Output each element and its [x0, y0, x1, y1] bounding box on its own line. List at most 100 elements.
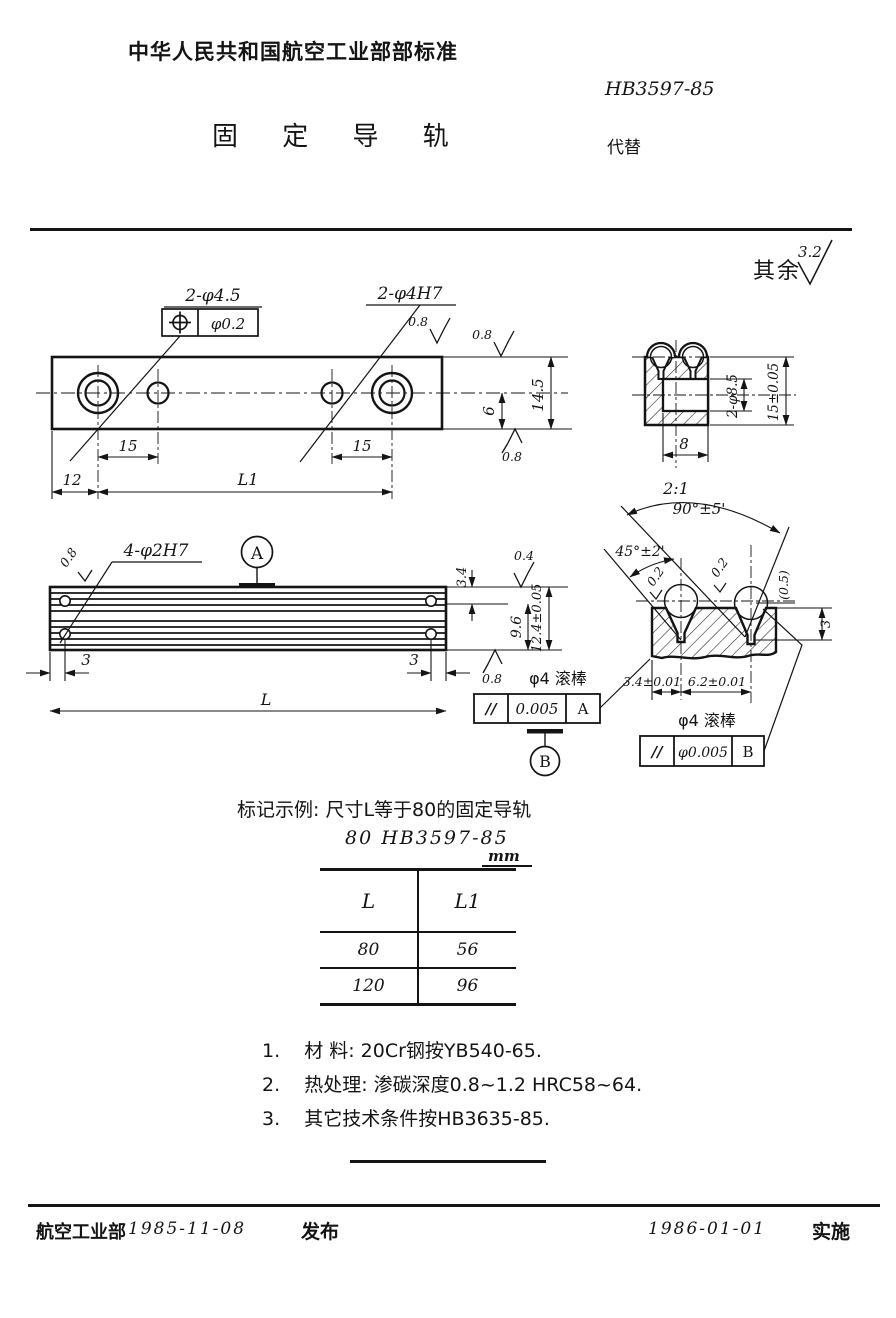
hole-callout-4h7: 2-φ4H7 — [377, 284, 443, 304]
dim-0-5: (0.5) — [776, 570, 791, 600]
extension-lines-right — [446, 586, 568, 651]
angle-90: 90°±5' — [673, 500, 726, 518]
parallelism-symbol: // — [484, 700, 498, 718]
note-1: 1. 材 料: 20Cr钢按YB540-65. — [262, 1036, 542, 1063]
cell-l1-96: 96 — [456, 976, 479, 996]
dim-12: 12 — [62, 471, 81, 489]
note-number: 3. — [262, 1108, 281, 1130]
dim-14-5: 14.5 — [529, 378, 547, 411]
roughness-icon — [429, 317, 451, 345]
note-number: 1. — [262, 1040, 281, 1062]
dim-6: 6 — [480, 406, 498, 416]
dim-3-4-tol: 3.4±0.01 — [623, 674, 681, 689]
table-row: 120 96 — [320, 968, 516, 1005]
roller-circle — [649, 345, 673, 369]
angle-45: 45°±2' — [614, 544, 664, 560]
hole-callout-2h7: 4-φ2H7 — [123, 541, 189, 561]
extension-lines — [49, 640, 447, 681]
dim-15-tol: 15±0.05 — [766, 363, 782, 422]
parallelism-datum: B — [742, 743, 753, 761]
dowel-holes — [58, 594, 437, 640]
footer-rule — [28, 1204, 880, 1207]
hole-centerlines — [97, 365, 393, 499]
standard-org-title: 中华人民共和国航空工业部部标准 — [128, 40, 458, 64]
plan-view: 2-φ4.5 φ0.2 2-φ4H7 0.8 0.8 — [36, 284, 572, 499]
centerlines — [636, 545, 798, 703]
roughness-value: 0.8 — [472, 327, 492, 342]
roller-note: φ4 滚棒 — [529, 669, 587, 688]
roughness-icon — [77, 569, 93, 583]
fcf-parallel-b: // φ0.005 B — [639, 735, 765, 767]
dim-l1: L1 — [237, 470, 259, 489]
dim-3: 3 — [819, 620, 834, 628]
cell-l-80: 80 — [320, 932, 419, 969]
side-view: 4-φ2H7 0.8 A 3 3 L — [26, 535, 651, 777]
datum-a-letter: A — [250, 544, 264, 564]
end-view: 2-φ8.5 15±0.05 8 2:1 — [632, 340, 796, 498]
hole-callout-4_5: 2-φ4.5 — [184, 286, 241, 306]
dim-3-left: 3 — [81, 651, 91, 669]
dimension-table: L L1 80 56 120 96 — [320, 868, 516, 1006]
roller-note: φ4 滚棒 — [678, 711, 736, 730]
note-text: 其它技术条件按HB3635-85. — [304, 1108, 550, 1130]
general-roughness-value: 3.2 — [798, 243, 822, 261]
unit-underline — [482, 865, 532, 867]
dim-l: L — [260, 690, 272, 709]
rail-profile-lines — [50, 592, 446, 646]
roughness-icon — [493, 330, 515, 358]
position-symbol-icon — [169, 311, 191, 334]
dim-3-4: 3.4 — [455, 567, 470, 588]
roughness-icon — [797, 239, 833, 286]
position-tolerance-frame: φ0.2 — [161, 308, 259, 337]
scale-label: 2:1 — [662, 479, 689, 498]
standard-number: HB3597-85 — [605, 78, 715, 100]
roughness-value: 0.8 — [482, 671, 502, 686]
header-rule — [30, 228, 852, 231]
note-text: 材 料: 20Cr钢按YB540-65. — [304, 1040, 542, 1062]
fcf-parallel-a: // 0.005 A — [473, 693, 601, 724]
detail-body — [650, 606, 778, 660]
note-number: 2. — [262, 1074, 281, 1096]
footer-impl-date: 1986-01-01 — [648, 1219, 767, 1239]
roughness-value: 0.2 — [707, 555, 731, 580]
table-header-row: L L1 — [320, 869, 516, 933]
dim-12-4: 12.4±0.05 — [530, 584, 545, 653]
unit-label: mm — [488, 847, 520, 865]
col-header-l1: L1 — [418, 869, 516, 933]
roughness-icon — [713, 582, 727, 593]
roughness-icon — [513, 561, 535, 589]
datum-b-letter: B — [539, 752, 551, 771]
parallelism-value: 0.005 — [516, 700, 559, 718]
dim-2-d8-5: 2-φ8.5 — [725, 374, 741, 419]
dim-6-2-tol: 6.2±0.01 — [688, 674, 746, 689]
supersedes-label: 代替 — [607, 138, 641, 158]
footer-release-label: 发布 — [301, 1221, 340, 1243]
general-roughness-note: 其余 3.2 — [753, 239, 833, 286]
separator-rule — [350, 1160, 546, 1163]
dim-3-right: 3 — [409, 651, 419, 669]
cell-l1-56: 56 — [418, 932, 516, 969]
leader-line — [762, 608, 803, 752]
dim-15-left: 15 — [118, 437, 137, 455]
footer-org: 航空工业部 — [36, 1222, 126, 1243]
roughness-icon — [482, 648, 503, 674]
roughness-value: 0.8 — [502, 449, 522, 464]
parallelism-symbol: // — [650, 743, 664, 761]
dim-9-6: 9.6 — [509, 616, 525, 638]
marking-example: 标记示例: 尺寸L等于80的固定导轨 — [237, 799, 532, 821]
cell-l-120: 120 — [320, 968, 419, 1005]
parallelism-value: φ0.005 — [678, 745, 728, 761]
roughness-icon — [649, 589, 663, 600]
roughness-value: 0.8 — [56, 545, 80, 570]
dim-8: 8 — [679, 435, 689, 453]
roughness-value: 0.4 — [514, 548, 534, 563]
note-3: 3. 其它技术条件按HB3635-85. — [262, 1104, 550, 1131]
footer-release-date: 1985-11-08 — [128, 1219, 247, 1239]
datum-a-flag: A — [239, 535, 275, 588]
position-tolerance-value: φ0.2 — [211, 315, 245, 333]
note-text: 热处理: 渗碳深度0.8~1.2 HRC58~64. — [304, 1074, 643, 1096]
detail-view: 90°±5' 45°±2' 0.2 0.2 (0.5) 3 3.4±0.01 6… — [603, 500, 834, 767]
roughness-value: 0.8 — [408, 314, 428, 329]
parallelism-datum: A — [577, 700, 589, 718]
col-header-l: L — [320, 869, 419, 933]
